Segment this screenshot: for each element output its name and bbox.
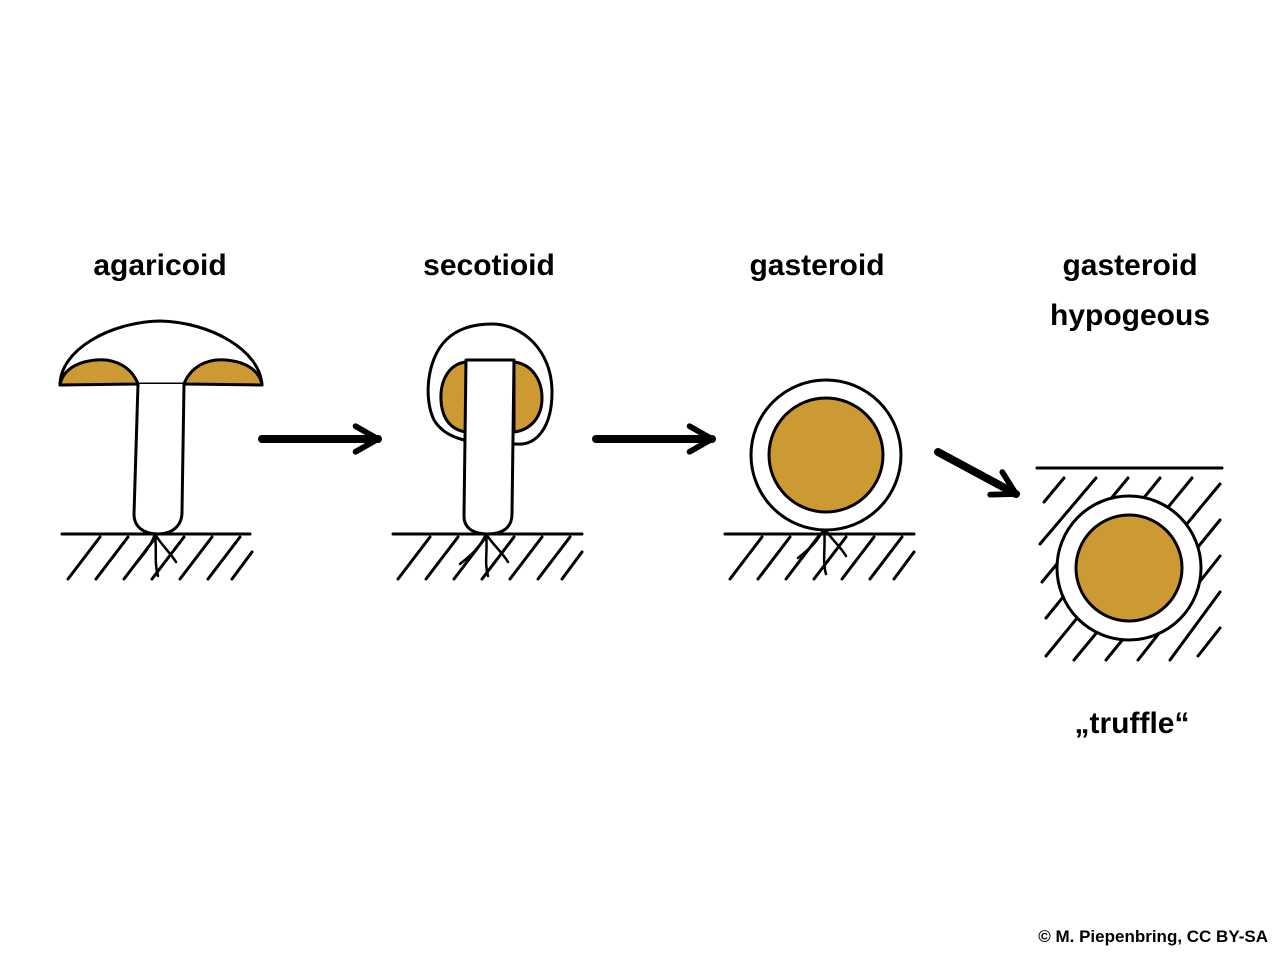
stipe [462,358,516,536]
mycelium-roots [132,532,178,578]
stage-label-secotioid: secotioid [423,249,555,282]
gasteroid-figure [723,378,916,581]
mycelium-roots [458,532,510,578]
transition-arrows [258,423,1020,498]
stage-label-gasteroid-hypogeous: gasteroid [1062,249,1198,282]
stage-sublabel-hypogeous: hypogeous [1049,299,1211,332]
ground-hatching [723,532,916,581]
gleba [767,396,885,514]
gleba-right [512,360,544,434]
stage-label-agaricoid: agaricoid [93,249,227,282]
copyright-credit: © M. Piepenbring, CC BY-SA [1038,927,1268,946]
stipe [132,383,186,536]
arrow-3 [934,448,1020,498]
gleba-left [439,360,468,434]
stage-label-gasteroid: gasteroid [749,249,885,282]
hypogeous-figure [1035,466,1224,662]
gills-right [182,358,264,387]
mushroom-agaricoid [58,319,264,578]
gills-left [58,358,140,387]
truffle-caption: „truffle“ [1074,707,1190,740]
agaricoid-figure [58,319,264,581]
secotioid-figure [391,322,584,581]
mushroom-secotioid [426,322,554,578]
gleba [1074,513,1184,623]
